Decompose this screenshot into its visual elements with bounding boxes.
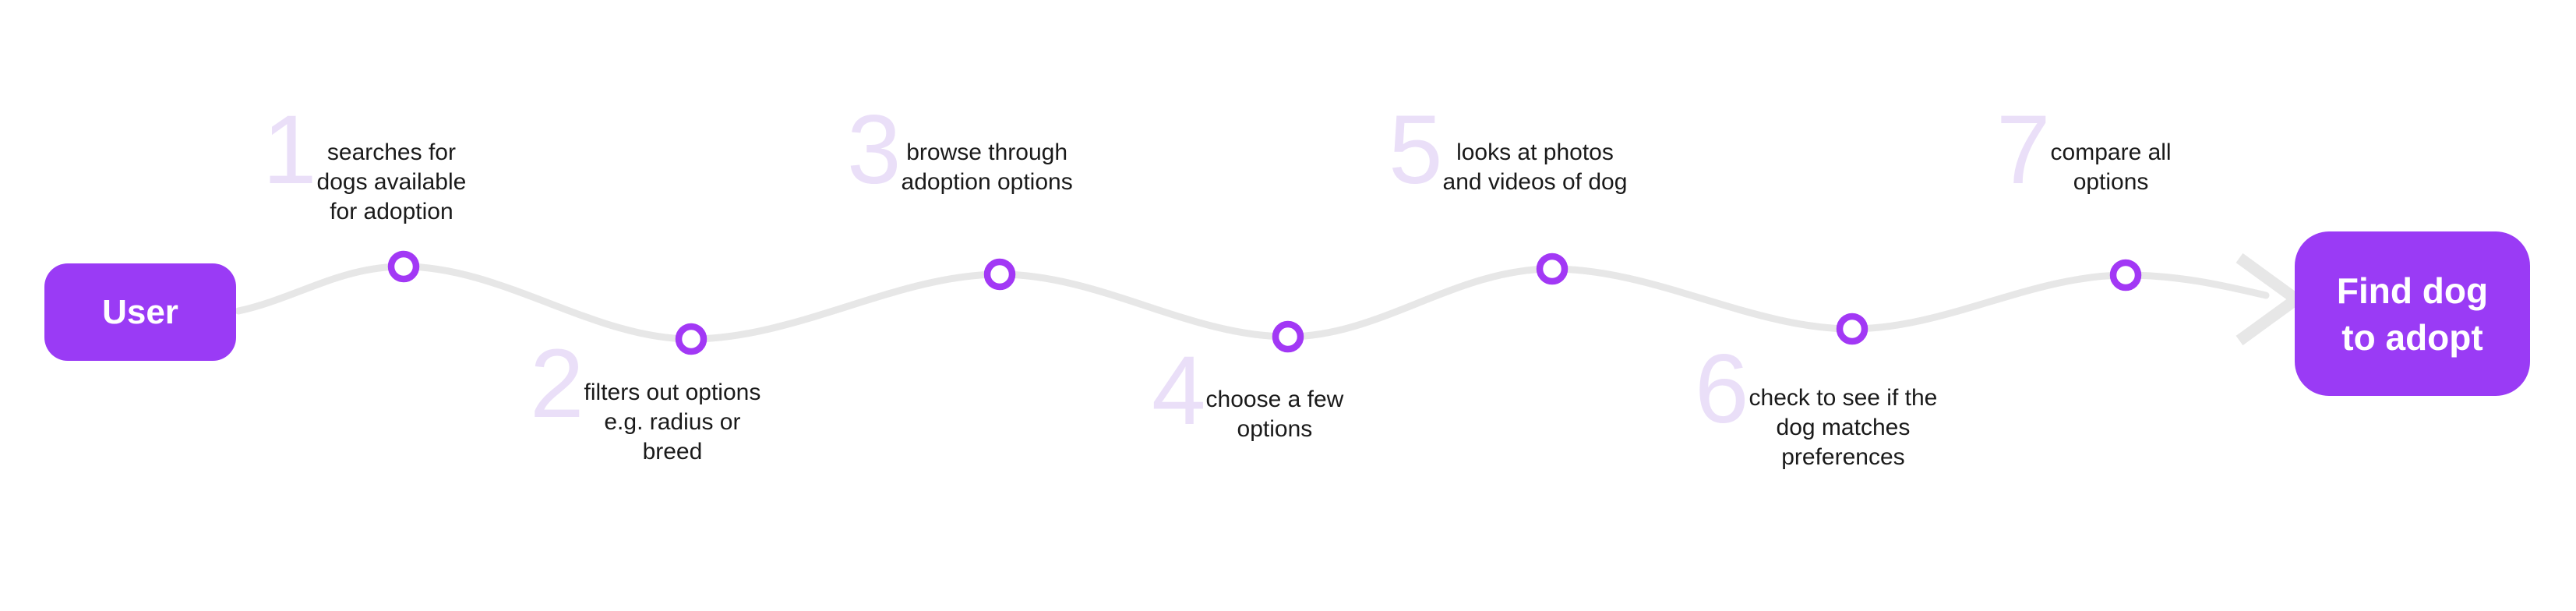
step-node-4 [1272,320,1304,353]
step-description-4: choose a few options [1205,387,1344,442]
journey-step-5: 5 looks at photos and videos of dog [1389,96,1628,204]
step-node-5 [1536,253,1569,285]
step-node-3 [983,258,1016,291]
journey-wave-line [235,263,2270,343]
step-number-6: 6 [1695,335,1749,443]
journey-step-1: 1 searches for dogs available for adopti… [263,96,467,227]
journey-step-6: 6 check to see if the dog matches prefer… [1695,335,1938,472]
step-description-3: browse through adoption options [901,140,1073,195]
end-node-find-dog: Find dog to adopt [2295,231,2530,396]
journey-step-7: 7 compare all options [1996,96,2172,204]
step-node-1 [387,250,420,283]
step-description-5: looks at photos and videos of dog [1442,140,1628,195]
arrow-head-icon [2235,253,2306,346]
journey-step-4: 4 choose a few options [1152,337,1344,445]
end-node-label: Find dog to adopt [2336,270,2489,358]
step-node-6 [1836,313,1868,345]
step-description-6: check to see if the dog matches preferen… [1749,385,1938,470]
step-number-7: 7 [1996,96,2051,204]
step-description-1: searches for dogs available for adoption [316,140,467,224]
journey-step-3: 3 browse through adoption options [847,96,1073,204]
step-number-2: 2 [530,330,584,438]
step-description-2: filters out options e.g. radius or breed [584,380,761,464]
journey-step-2: 2 filters out options e.g. radius or bre… [530,330,761,467]
step-number-4: 4 [1152,337,1206,445]
step-node-2 [675,323,708,355]
step-number-3: 3 [847,96,902,204]
step-number-5: 5 [1389,96,1443,204]
step-node-7 [2109,259,2142,291]
start-node-label: User [102,292,178,331]
start-node-user: User [44,263,236,361]
step-description-7: compare all options [2050,140,2172,195]
step-number-1: 1 [263,96,317,204]
